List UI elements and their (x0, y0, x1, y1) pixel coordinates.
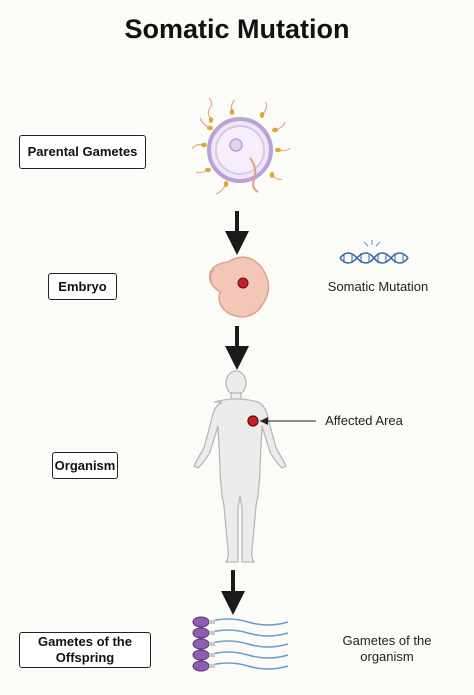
mutation-spot-organism (247, 415, 259, 427)
stage-label-gametes-offspring: Gametes of the Offspring (19, 632, 151, 668)
somatic-mutation-label: Somatic Mutation (327, 279, 429, 294)
stage-label-organism: Organism (52, 452, 118, 479)
sperm-cells-icon (192, 616, 289, 672)
stage-label-parental-gametes: Parental Gametes (19, 135, 146, 169)
egg-with-sperm-icon (191, 97, 291, 195)
dna-icon (339, 240, 409, 264)
stage-label-embryo: Embryo (48, 273, 117, 300)
affected-area-label: Affected Area (325, 413, 403, 428)
human-body-icon (193, 370, 287, 563)
page-title: Somatic Mutation (124, 14, 350, 44)
gametes-of-organism-label: Gametes of the organism (342, 633, 432, 664)
embryo-icon (208, 256, 270, 318)
mutation-spot-embryo (237, 277, 249, 289)
